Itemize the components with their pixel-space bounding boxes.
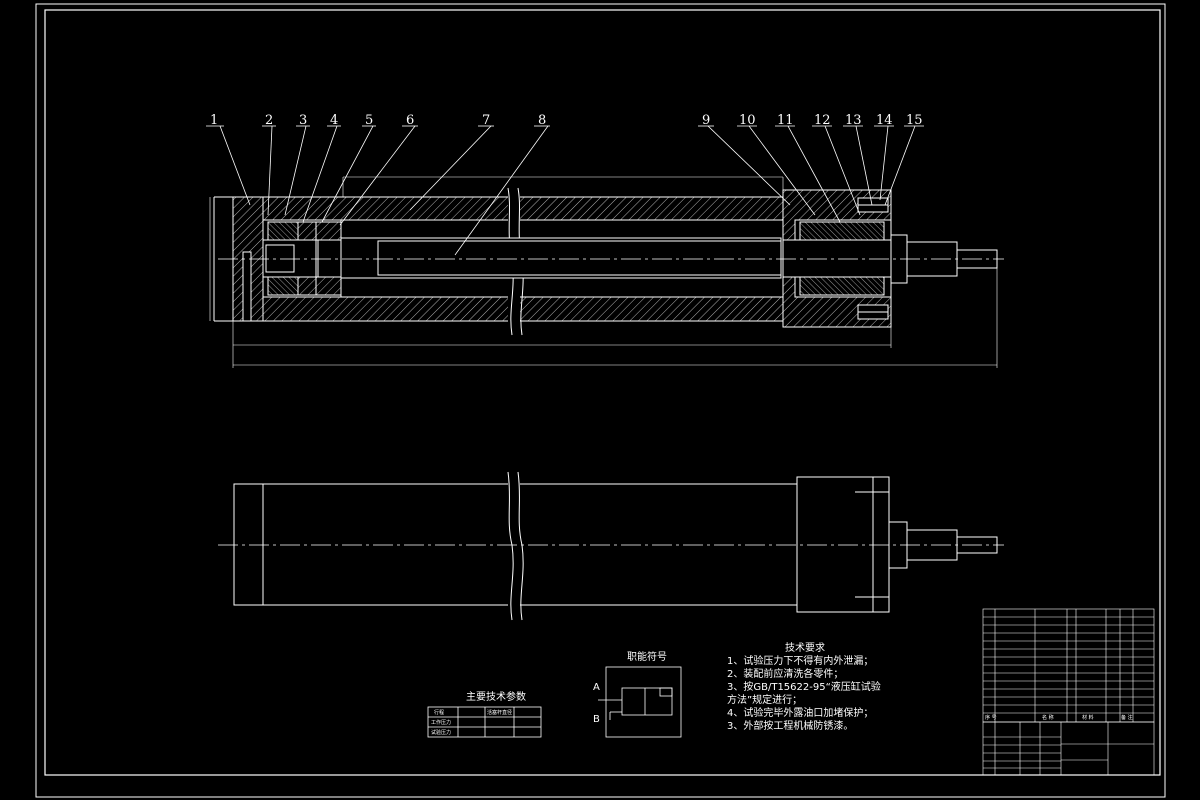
param-rod-label: 活塞杆直径	[487, 709, 512, 716]
section-view	[209, 176, 1004, 368]
balloon-8: 8	[538, 113, 546, 128]
param-stroke-label: 行程	[434, 709, 444, 716]
balloon-10: 10	[739, 113, 756, 128]
balloon-leaders	[206, 125, 924, 256]
balloon-5: 5	[365, 113, 373, 128]
balloon-13: 13	[845, 113, 862, 128]
balloon-4: 4	[330, 113, 338, 128]
bom-table	[982, 608, 1155, 723]
exterior-view	[218, 471, 1004, 621]
bom-header-material: 材 料	[1082, 714, 1094, 721]
balloon-15: 15	[906, 113, 923, 128]
bom-header-seq: 序 号	[985, 714, 997, 721]
symbol-port-b: B	[593, 714, 600, 725]
main-params-table	[427, 706, 542, 738]
balloon-3: 3	[299, 113, 307, 128]
balloon-6: 6	[406, 113, 414, 128]
param-test-pressure-label: 试验压力	[431, 729, 451, 736]
balloon-2: 2	[265, 113, 273, 128]
main-params-title: 主要技术参数	[466, 690, 526, 703]
tech-req-4: 方法”规定进行；	[727, 693, 802, 706]
balloon-11: 11	[777, 113, 794, 128]
param-work-pressure-label: 工作压力	[431, 719, 451, 726]
tech-req-1: 1、试验压力下不得有内外泄漏；	[727, 654, 873, 667]
symbol-box	[598, 666, 682, 738]
balloon-14: 14	[876, 113, 893, 128]
tech-req-title: 技术要求	[785, 641, 825, 654]
bom-header-name: 名 称	[1042, 714, 1054, 721]
tech-req-2: 2、装配前应清洗各零件；	[727, 667, 843, 680]
tech-req-6: 3、外部按工程机械防锈漆。	[727, 719, 853, 732]
tech-req-3: 3、按GB/T15622-95“液压缸试验	[727, 680, 881, 693]
symbol-title: 职能符号	[627, 650, 667, 663]
outer-border	[35, 3, 1166, 798]
bom-header-notes: 备 注	[1121, 714, 1133, 721]
inner-border	[44, 9, 1161, 776]
balloon-12: 12	[814, 113, 831, 128]
balloon-9: 9	[702, 113, 710, 128]
balloon-7: 7	[482, 113, 490, 128]
balloon-1: 1	[210, 113, 218, 128]
title-block	[982, 721, 1155, 776]
symbol-port-a: A	[593, 682, 600, 693]
tech-req-5: 4、试验完毕外露油口加堵保护；	[727, 706, 873, 719]
